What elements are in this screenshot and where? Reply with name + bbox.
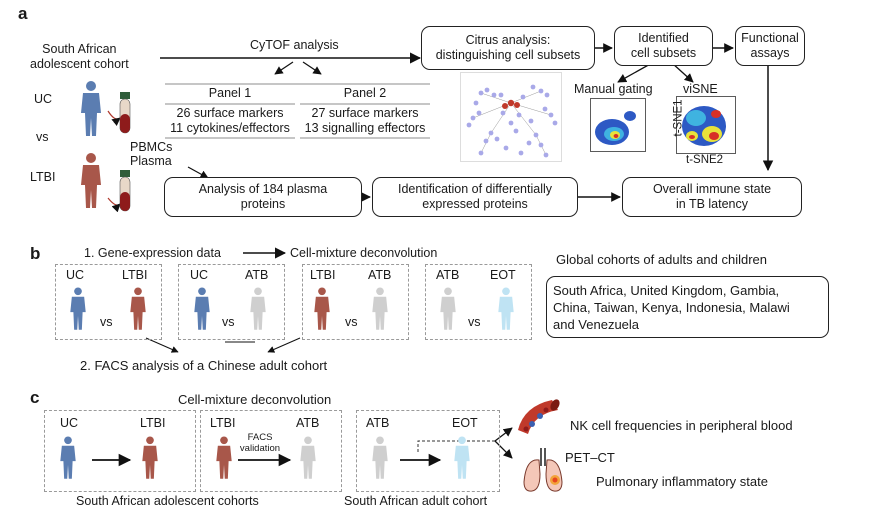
group-ltbi-atb <box>302 264 409 340</box>
petct-label: PET–CT <box>565 450 615 465</box>
b-group1-vs: vs <box>100 315 113 329</box>
pbmcs-label: PBMCs <box>130 140 173 154</box>
panel-b-letter: b <box>30 244 41 263</box>
deconvolution-label: Cell-mixture deconvolution <box>290 246 438 260</box>
cohort-label: South African adolescent cohort <box>30 42 129 71</box>
citrus-analysis-box: Citrus analysis: distinguishing cell sub… <box>421 26 595 70</box>
plasma-analysis-box: Analysis of 184 plasma proteins <box>164 177 362 217</box>
tsne2-label: t-SNE2 <box>686 154 724 166</box>
panel1-line2: 11 cytokines/effectors <box>170 121 290 135</box>
c-ltbi-person-icon <box>142 436 158 479</box>
c-eot-person-icon <box>454 436 470 479</box>
c-ltbi-label: LTBI <box>140 416 166 430</box>
panel1-split-arrow <box>274 61 294 75</box>
functional-assays-box: Functional assays <box>735 26 805 66</box>
pulmonary-label: Pulmonary inflammatory state <box>596 474 768 489</box>
uc-blood-tube-icon <box>119 92 131 134</box>
group-uc-ltbi <box>55 264 162 340</box>
identified-subsets-box: Identified cell subsets <box>614 26 713 66</box>
panel-a-letter: a <box>18 4 28 23</box>
b-group2-vs: vs <box>222 315 235 329</box>
uc-person-icon <box>81 81 101 136</box>
lungs-icon <box>523 448 563 492</box>
visne-label: viSNE <box>683 82 718 96</box>
group-atb-eot <box>425 264 532 340</box>
panel2-line2: 13 signalling effectors <box>304 121 426 135</box>
b-uc-person-icon-2 <box>194 287 210 330</box>
b-group2-left: UC <box>190 268 209 282</box>
c-atb-person-icon <box>300 436 316 479</box>
tsne1-label: t-SNE1 <box>672 99 685 137</box>
panel2-line1: 27 surface markers <box>311 106 419 120</box>
vs-label: vs <box>36 130 49 144</box>
b-group1-left: UC <box>66 268 85 282</box>
blood-vessel-icon <box>518 399 560 434</box>
ltbi-person-icon <box>81 153 101 208</box>
diff-proteins-box: Identification of differentially express… <box>372 177 578 217</box>
manual-gating-label: Manual gating <box>574 82 653 96</box>
panel1-title: Panel 1 <box>208 86 252 100</box>
ltbi-label: LTBI <box>30 170 56 184</box>
nk-cell-label: NK cell frequencies in peripheral blood <box>570 418 793 433</box>
b-uc-person-icon <box>70 287 86 330</box>
plasma-arrow <box>187 166 209 179</box>
c-uc-person-icon <box>60 436 76 479</box>
gene-expression-label: 1. Gene-expression data <box>84 246 221 260</box>
facs-analysis-label: 2. FACS analysis of a Chinese adult coho… <box>80 358 328 373</box>
to-manual-gating-arrow <box>617 62 653 83</box>
b-group3-vs: vs <box>345 315 358 329</box>
uc-label: UC <box>34 92 53 106</box>
group-uc-atb <box>178 264 285 340</box>
panel2-title: Panel 2 <box>343 86 387 100</box>
plasma-label: Plasma <box>130 154 172 168</box>
b-group4-vs: vs <box>468 315 481 329</box>
to-visne-arrow <box>671 62 694 83</box>
ltbi-blood-tube-icon <box>119 170 131 212</box>
c-atb-person-icon-2 <box>372 436 388 479</box>
manual-gating-plot <box>590 98 646 152</box>
b-group3-right: ATB <box>368 268 392 282</box>
adult-cohort-label: South African adult cohort <box>344 494 488 508</box>
b-group3-left: LTBI <box>310 268 336 282</box>
c-group-atb-eot <box>356 410 500 492</box>
c-group-uc-ltbi <box>44 410 196 492</box>
b-atb-person-icon <box>250 287 266 330</box>
visne-plot <box>676 96 736 154</box>
c-eot-label: EOT <box>452 416 478 430</box>
c-ltbi-person-icon-2 <box>216 436 232 479</box>
c-atb-label-2: ATB <box>366 416 390 430</box>
b-ltbi-person-icon-2 <box>314 287 330 330</box>
b-eot-person-icon <box>498 287 514 330</box>
panel-c-letter: c <box>30 388 40 407</box>
global-cohorts-title: Global cohorts of adults and children <box>556 252 768 267</box>
adolescent-cohorts-label: South African adolescent cohorts <box>76 494 259 508</box>
facs-validation-label: FACS validation <box>239 432 281 454</box>
b-atb-person-icon-3 <box>440 287 456 330</box>
b-atb-person-icon-2 <box>372 287 388 330</box>
panel2-split-arrow <box>302 61 322 75</box>
c-deconvolution-label: Cell-mixture deconvolution <box>178 392 332 407</box>
b-group1-right: LTBI <box>122 268 148 282</box>
citrus-network-graph <box>460 72 562 162</box>
c-ltbi-label-2: LTBI <box>210 416 236 430</box>
c-uc-label: UC <box>60 416 79 430</box>
immune-state-box: Overall immune state in TB latency <box>622 177 802 217</box>
c-atb-label: ATB <box>296 416 320 430</box>
panel1-line1: 26 surface markers <box>176 106 284 120</box>
b-group4-right: EOT <box>490 268 516 282</box>
b-ltbi-person-icon <box>130 287 146 330</box>
b-group4-left: ATB <box>436 268 460 282</box>
c-group-ltbi-atb <box>200 410 342 492</box>
countries-box: South Africa, United Kingdom, Gambia, Ch… <box>546 276 829 338</box>
cytof-label: CyTOF analysis <box>250 38 339 52</box>
b-group2-right: ATB <box>245 268 269 282</box>
